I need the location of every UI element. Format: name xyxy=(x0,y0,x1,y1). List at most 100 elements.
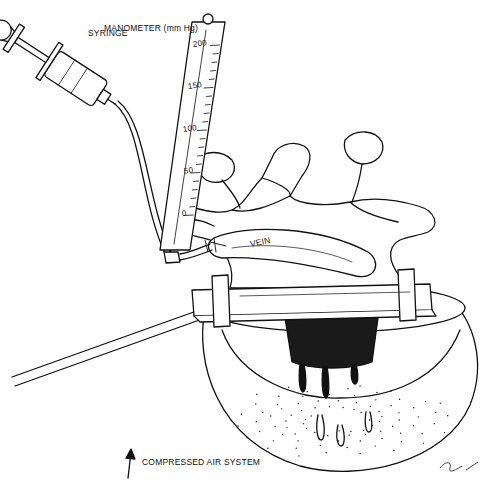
stipple-dot xyxy=(302,395,303,396)
stipple-dot xyxy=(291,414,292,415)
stipple-dot xyxy=(288,387,289,388)
stipple-dot xyxy=(262,412,263,413)
stipple-dot xyxy=(435,412,436,413)
stipple-dot xyxy=(444,432,445,433)
scale-tick xyxy=(207,96,212,98)
stipple-dot xyxy=(256,394,257,395)
scale-number: 150 xyxy=(188,81,203,91)
part-label: MANOMETER (mm Hg) xyxy=(104,24,198,33)
scale-number: 100 xyxy=(183,124,198,134)
clamp-line xyxy=(240,292,410,296)
drip xyxy=(351,364,358,384)
stipple-dot xyxy=(372,425,373,426)
arrow-head xyxy=(126,449,135,459)
stipple-dot xyxy=(278,395,279,396)
scale-tick xyxy=(196,164,201,166)
stipple-dot xyxy=(317,400,318,401)
stipple-dot xyxy=(273,440,274,441)
stipple-dot xyxy=(314,432,315,433)
stipple-dot xyxy=(327,435,328,436)
stipple-dot xyxy=(360,412,361,413)
stipple-dot xyxy=(380,431,381,432)
stipple-dot xyxy=(282,434,283,435)
drip xyxy=(299,364,306,392)
syringe-tip xyxy=(97,89,111,104)
facet-edge xyxy=(350,202,398,222)
scale-tick xyxy=(192,189,197,191)
stipple-dot xyxy=(296,448,297,449)
stipple-dot xyxy=(390,405,391,406)
stipple-dot xyxy=(277,404,278,405)
stipple-dot xyxy=(311,415,312,416)
stipple-dot xyxy=(241,414,242,415)
stipple-dot xyxy=(434,423,435,424)
stipple-dot xyxy=(398,412,399,413)
stipple-dot xyxy=(324,384,325,385)
stipple-dot xyxy=(350,431,351,432)
manometer-body xyxy=(160,22,225,250)
manometer-top xyxy=(203,14,213,24)
stipple-dot xyxy=(338,430,339,431)
signature xyxy=(440,462,478,471)
scale-tick xyxy=(212,62,217,64)
body-outline xyxy=(203,305,478,471)
vessel-canal xyxy=(317,415,324,440)
stipple-dot xyxy=(370,406,371,407)
scale-number: 50 xyxy=(183,166,193,175)
scale-tick xyxy=(211,70,216,72)
stipple-dot xyxy=(347,388,348,389)
scale-tick xyxy=(197,130,206,132)
stipple-dot xyxy=(353,409,354,410)
vein-outline xyxy=(208,229,375,276)
stipple-dot xyxy=(298,455,299,456)
plunger-ring xyxy=(0,16,15,44)
stipple-dot xyxy=(399,419,400,420)
lamina-edge xyxy=(232,196,290,211)
spinous-process-edge xyxy=(262,178,290,196)
scale-tick xyxy=(213,53,218,55)
manometer xyxy=(160,14,225,250)
stipple-dot xyxy=(399,398,400,399)
vein xyxy=(208,229,375,276)
scale-tick xyxy=(205,104,210,106)
scale-tick xyxy=(198,155,203,157)
stipple-dot xyxy=(246,437,247,438)
stipple-dot xyxy=(375,399,376,400)
stipple-dot xyxy=(356,402,357,403)
stipple-dot xyxy=(318,438,319,439)
stipple-dot xyxy=(348,434,349,435)
stipple-dot xyxy=(418,416,419,417)
stipple-dot xyxy=(413,425,414,426)
stipple-dot xyxy=(440,402,441,403)
lamina-outline xyxy=(175,143,435,288)
scale-tick xyxy=(199,147,204,149)
stipple-dot xyxy=(360,440,361,441)
stipple-dot xyxy=(400,432,401,433)
stipple-dot xyxy=(401,441,402,442)
stipple-dot xyxy=(375,445,376,446)
stipple-dot xyxy=(376,392,377,393)
scale-tick xyxy=(191,198,196,200)
tube xyxy=(115,104,166,256)
disc-space xyxy=(285,318,378,368)
posterior-elements xyxy=(175,132,435,288)
stipple-dot xyxy=(381,416,382,417)
vessel-canal xyxy=(337,425,344,446)
scale-tick xyxy=(204,113,209,115)
process-edge xyxy=(222,180,240,208)
articular-process xyxy=(344,132,383,164)
stipple-dot xyxy=(303,423,304,424)
vessel-canal xyxy=(365,412,372,432)
stipple-dot xyxy=(306,391,307,392)
artist-signature xyxy=(440,462,478,471)
stipple-dot xyxy=(328,394,329,395)
drip xyxy=(322,366,329,398)
plunger-rod xyxy=(15,37,49,62)
stipple-dot xyxy=(274,426,275,427)
stipple-dot xyxy=(393,450,394,451)
tube xyxy=(180,250,212,260)
stipple-dot xyxy=(346,447,347,448)
stipple-dot xyxy=(326,452,327,453)
